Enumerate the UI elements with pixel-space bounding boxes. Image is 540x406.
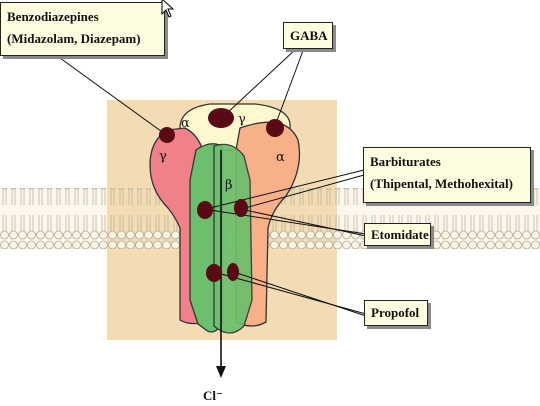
subunit-label-alpha-right: α (276, 150, 285, 165)
barbiturates-callout: Barbiturates (Thipental, Methohexital) (363, 147, 531, 203)
chloride-ion-label: Cl⁻ (203, 388, 223, 403)
subunit-label-gamma-left: γ (159, 149, 167, 164)
barbiturates-examples: (Thipental, Methohexital) (370, 176, 513, 191)
binding-sites (159, 108, 284, 282)
propofol-site-left (206, 264, 222, 282)
benzodiazepines-callout: Benzodiazepines (Midazolam, Diazepam) (0, 2, 165, 56)
subunit-label-beta: β (225, 178, 233, 193)
propofol-callout: Propofol (364, 300, 428, 326)
barbiturates-title: Barbiturates (370, 154, 441, 169)
gaba-title: GABA (290, 28, 328, 43)
gaba-site-top (208, 108, 234, 128)
subunit-beta-right (213, 143, 253, 334)
gaba-callout: GABA (283, 22, 333, 49)
subunit-label-alpha-top: α (181, 116, 190, 131)
mouse-cursor-icon (161, 0, 175, 18)
etomidate-title: Etomidate (371, 227, 429, 242)
etomidate-callout: Etomidate (364, 223, 431, 246)
benzodiazepines-title: Benzodiazepines (7, 9, 99, 24)
subunit-label-gamma-top: γ (238, 112, 246, 127)
benzodiazepine-site (159, 127, 175, 143)
barbiturate-site-left (197, 201, 213, 219)
propofol-title: Propofol (371, 305, 420, 320)
propofol-site-right (227, 263, 239, 281)
barbiturate-site-right (234, 199, 248, 217)
leader-lines (59, 47, 367, 317)
gaba-site-right (266, 119, 284, 137)
benzodiazepines-examples: (Midazolam, Diazepam) (7, 31, 141, 46)
